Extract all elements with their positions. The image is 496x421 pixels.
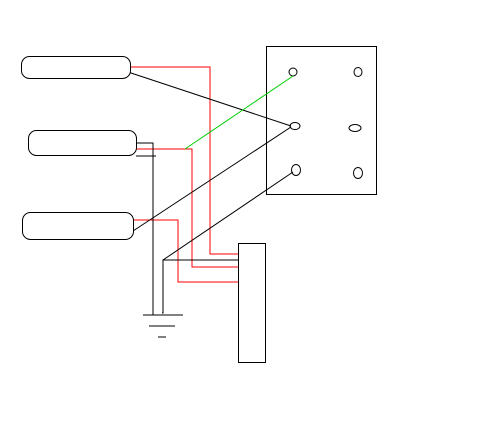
ground-symbol bbox=[143, 314, 183, 338]
switch-lug-1 bbox=[288, 67, 298, 77]
bridge-hot-wire bbox=[133, 219, 238, 283]
output-jack-plate bbox=[238, 243, 266, 363]
hot-wires bbox=[131, 66, 238, 283]
switch-lug-4 bbox=[348, 124, 362, 132]
middle-hot-wire bbox=[136, 148, 238, 268]
neck-hot-wire bbox=[131, 66, 238, 255]
switch-lug-6 bbox=[353, 167, 363, 179]
neck-pickup bbox=[21, 56, 131, 79]
bridge-pickup bbox=[22, 212, 134, 240]
switch-lug-2 bbox=[353, 67, 363, 77]
jack-lower-wire bbox=[162, 171, 294, 261]
bridge-to-switch-wire bbox=[132, 126, 292, 232]
jack-to-switch-wire bbox=[162, 259, 238, 314]
middle-pickup bbox=[28, 130, 137, 156]
switch-lug-3 bbox=[289, 122, 301, 130]
switch-lug-5 bbox=[291, 164, 301, 176]
middle-ground-wire bbox=[136, 142, 154, 315]
neck-to-switch-wire bbox=[127, 71, 292, 127]
ground-wires bbox=[127, 71, 294, 315]
jumper-wire bbox=[184, 75, 294, 150]
